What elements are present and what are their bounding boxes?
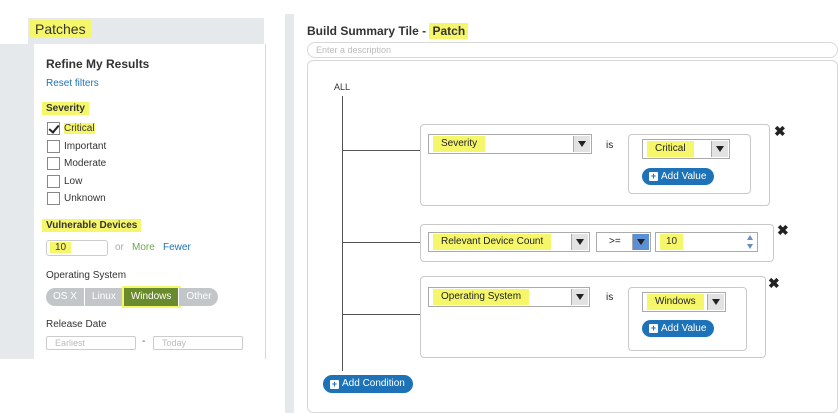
condition-field-select[interactable]: Operating System: [428, 287, 590, 307]
condition-operator-value: >=: [609, 236, 621, 247]
os-toggle-group: OS X Linux Windows Other: [46, 286, 219, 308]
release-date-start-input[interactable]: Earliest: [46, 336, 136, 350]
close-icon[interactable]: ✖: [768, 275, 780, 291]
vulnerable-devices-value: 10: [50, 242, 72, 253]
chevron-down-icon[interactable]: [632, 234, 649, 250]
vulnerable-devices-input[interactable]: 10: [46, 240, 108, 256]
severity-option-label: Critical: [64, 122, 95, 134]
chevron-down-icon[interactable]: [571, 234, 588, 250]
close-icon[interactable]: ✖: [774, 123, 786, 139]
chevron-down-icon[interactable]: [707, 294, 724, 310]
os-label: Operating System: [46, 270, 127, 281]
severity-option-label: Low: [64, 175, 83, 187]
condition-field-value: Relevant Device Count: [433, 234, 552, 250]
condition-value-text: Windows: [647, 294, 704, 310]
add-condition-button[interactable]: +Add Condition: [323, 375, 413, 393]
add-condition-label: Add Condition: [342, 378, 405, 389]
builder-title-prefix: Build Summary Tile -: [307, 24, 430, 38]
description-input[interactable]: Enter a description: [307, 42, 838, 58]
add-value-button[interactable]: +Add Value: [642, 320, 715, 337]
builder-title-type: Patch: [429, 23, 469, 39]
add-value-label: Add Value: [661, 171, 707, 182]
chevron-down-icon[interactable]: [573, 136, 590, 152]
device-count-input[interactable]: 10: [655, 232, 758, 252]
condition-value-select[interactable]: Windows: [642, 292, 726, 312]
builder-title: Build Summary Tile - Patch: [307, 23, 469, 39]
condition-value-text: Critical: [647, 141, 694, 157]
tree-trunk-line: [342, 96, 343, 371]
tree-branch-line: [343, 314, 420, 315]
filter-header: Patches: [28, 18, 264, 44]
condition-field-value: Operating System: [433, 289, 530, 305]
critical-checkbox[interactable]: [47, 121, 60, 135]
plus-icon: +: [649, 323, 658, 333]
condition-field-select[interactable]: Relevant Device Count: [428, 232, 590, 252]
reset-filters-link[interactable]: Reset filters: [46, 78, 99, 89]
chevron-down-icon[interactable]: [711, 141, 728, 157]
os-option-osx[interactable]: OS X: [46, 288, 85, 306]
condition-field-select[interactable]: Severity: [428, 134, 592, 154]
tree-branch-line: [343, 150, 421, 151]
chevron-down-icon[interactable]: [571, 289, 588, 305]
severity-option-label: Important: [64, 140, 107, 152]
severity-option-low[interactable]: Low: [47, 173, 82, 189]
plus-icon: +: [330, 378, 339, 389]
left-strip: [0, 44, 34, 359]
severity-label: Severity: [42, 102, 89, 115]
severity-option-unknown[interactable]: Unknown: [47, 190, 106, 206]
fewer-link[interactable]: Fewer: [163, 242, 191, 253]
close-icon[interactable]: ✖: [777, 222, 789, 238]
condition-operator: is: [606, 140, 614, 151]
device-count-value: 10: [660, 234, 684, 250]
condition-operator: is: [606, 292, 614, 303]
os-option-other[interactable]: Other: [179, 288, 219, 306]
release-date-separator: -: [142, 336, 146, 347]
group-label-all: ALL: [334, 82, 351, 92]
os-option-windows[interactable]: Windows: [121, 286, 182, 308]
release-date-label: Release Date: [46, 319, 107, 330]
low-checkbox[interactable]: [47, 174, 60, 188]
spinner-icon[interactable]: [746, 235, 755, 249]
severity-option-critical[interactable]: Critical: [47, 120, 95, 136]
condition-value-select[interactable]: Critical: [642, 139, 730, 159]
condition-operator-select[interactable]: >=: [596, 232, 651, 252]
more-link[interactable]: More: [132, 242, 155, 253]
add-value-label: Add Value: [661, 323, 707, 334]
vulnerable-devices-label: Vulnerable Devices: [42, 219, 142, 232]
filter-header-title: Patches: [30, 20, 91, 38]
tree-branch-line: [343, 242, 420, 243]
moderate-checkbox[interactable]: [47, 156, 60, 170]
add-value-button[interactable]: +Add Value: [642, 168, 715, 185]
plus-icon: +: [649, 171, 658, 181]
vulnerable-devices-or: or: [115, 242, 124, 253]
os-option-linux[interactable]: Linux: [84, 288, 124, 306]
severity-option-label: Moderate: [64, 157, 107, 169]
filter-panel: [34, 44, 266, 359]
unknown-checkbox[interactable]: [47, 191, 60, 205]
condition-field-value: Severity: [433, 136, 486, 152]
panel-divider: [285, 14, 294, 413]
release-date-end-input[interactable]: Today: [153, 336, 243, 350]
important-checkbox[interactable]: [47, 139, 60, 153]
severity-option-moderate[interactable]: Moderate: [47, 155, 106, 171]
severity-option-label: Unknown: [64, 192, 106, 204]
severity-option-important[interactable]: Important: [47, 138, 106, 154]
refine-title: Refine My Results: [46, 57, 150, 71]
